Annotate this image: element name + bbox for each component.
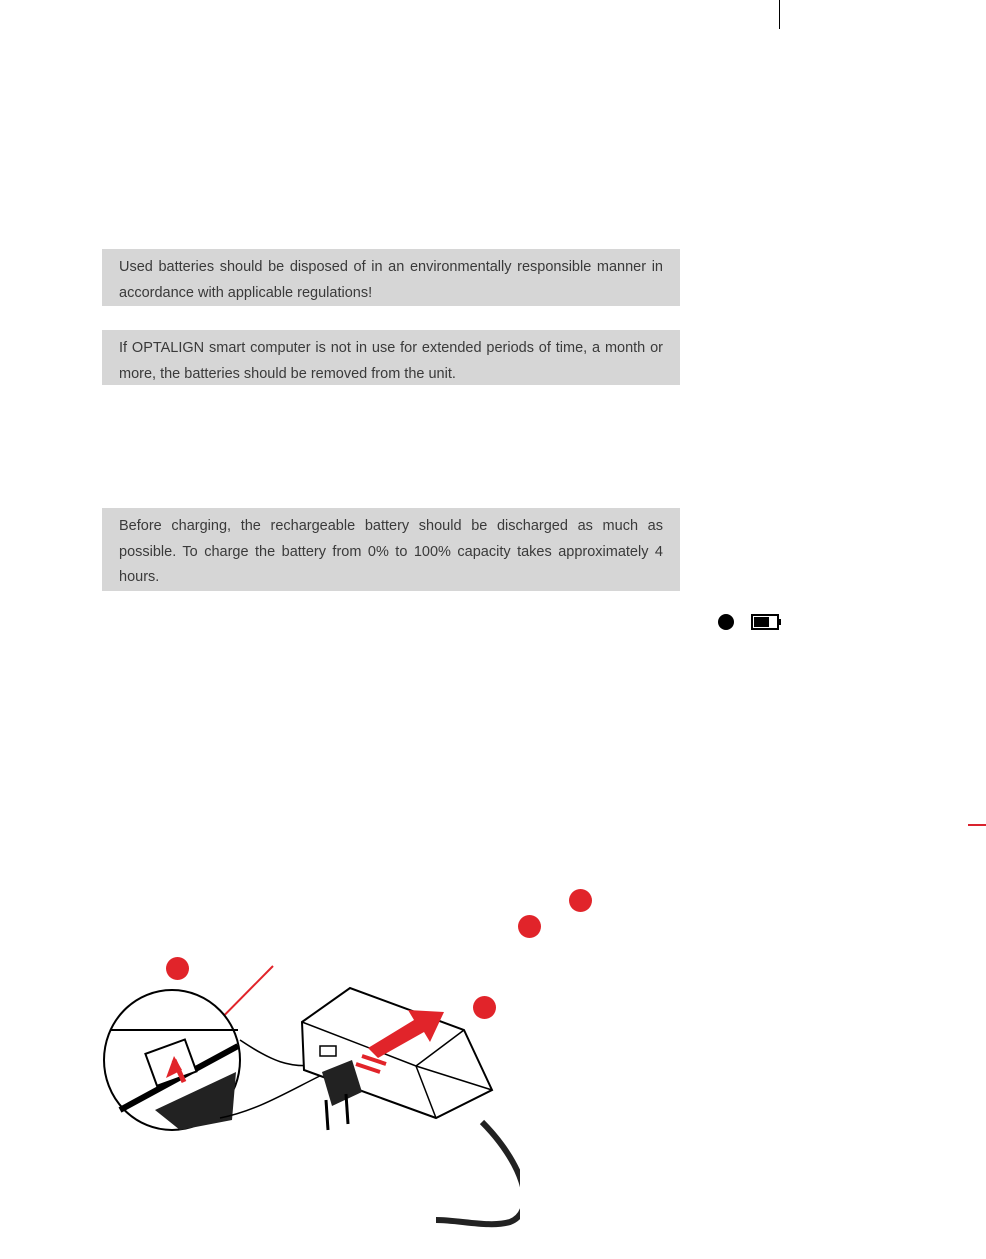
plug	[322, 1060, 362, 1131]
disposal-note: Used batteries should be disposed of in …	[102, 249, 680, 306]
disposal-note-text: Used batteries should be disposed of in …	[119, 259, 663, 301]
storage-note-text: If OPTALIGN smart computer is not in use…	[119, 340, 663, 382]
top-divider	[779, 0, 780, 29]
status-dot-icon	[718, 614, 734, 630]
insert-direction-arrow	[355, 1010, 444, 1074]
charging-note-text: Before charging, the rechargeable batter…	[119, 518, 663, 585]
charger-cable	[435, 1119, 520, 1228]
charging-note: Before charging, the rechargeable batter…	[102, 508, 680, 591]
step-marker	[166, 957, 189, 980]
magnified-switch-inset	[103, 989, 241, 1131]
step-marker	[518, 915, 541, 938]
charger-plug-illustration	[103, 965, 520, 1228]
page-edge-marker	[968, 824, 986, 826]
battery-low-icon	[751, 614, 781, 630]
storage-note: If OPTALIGN smart computer is not in use…	[102, 330, 680, 385]
step-marker	[473, 996, 496, 1019]
step-marker	[569, 889, 592, 912]
